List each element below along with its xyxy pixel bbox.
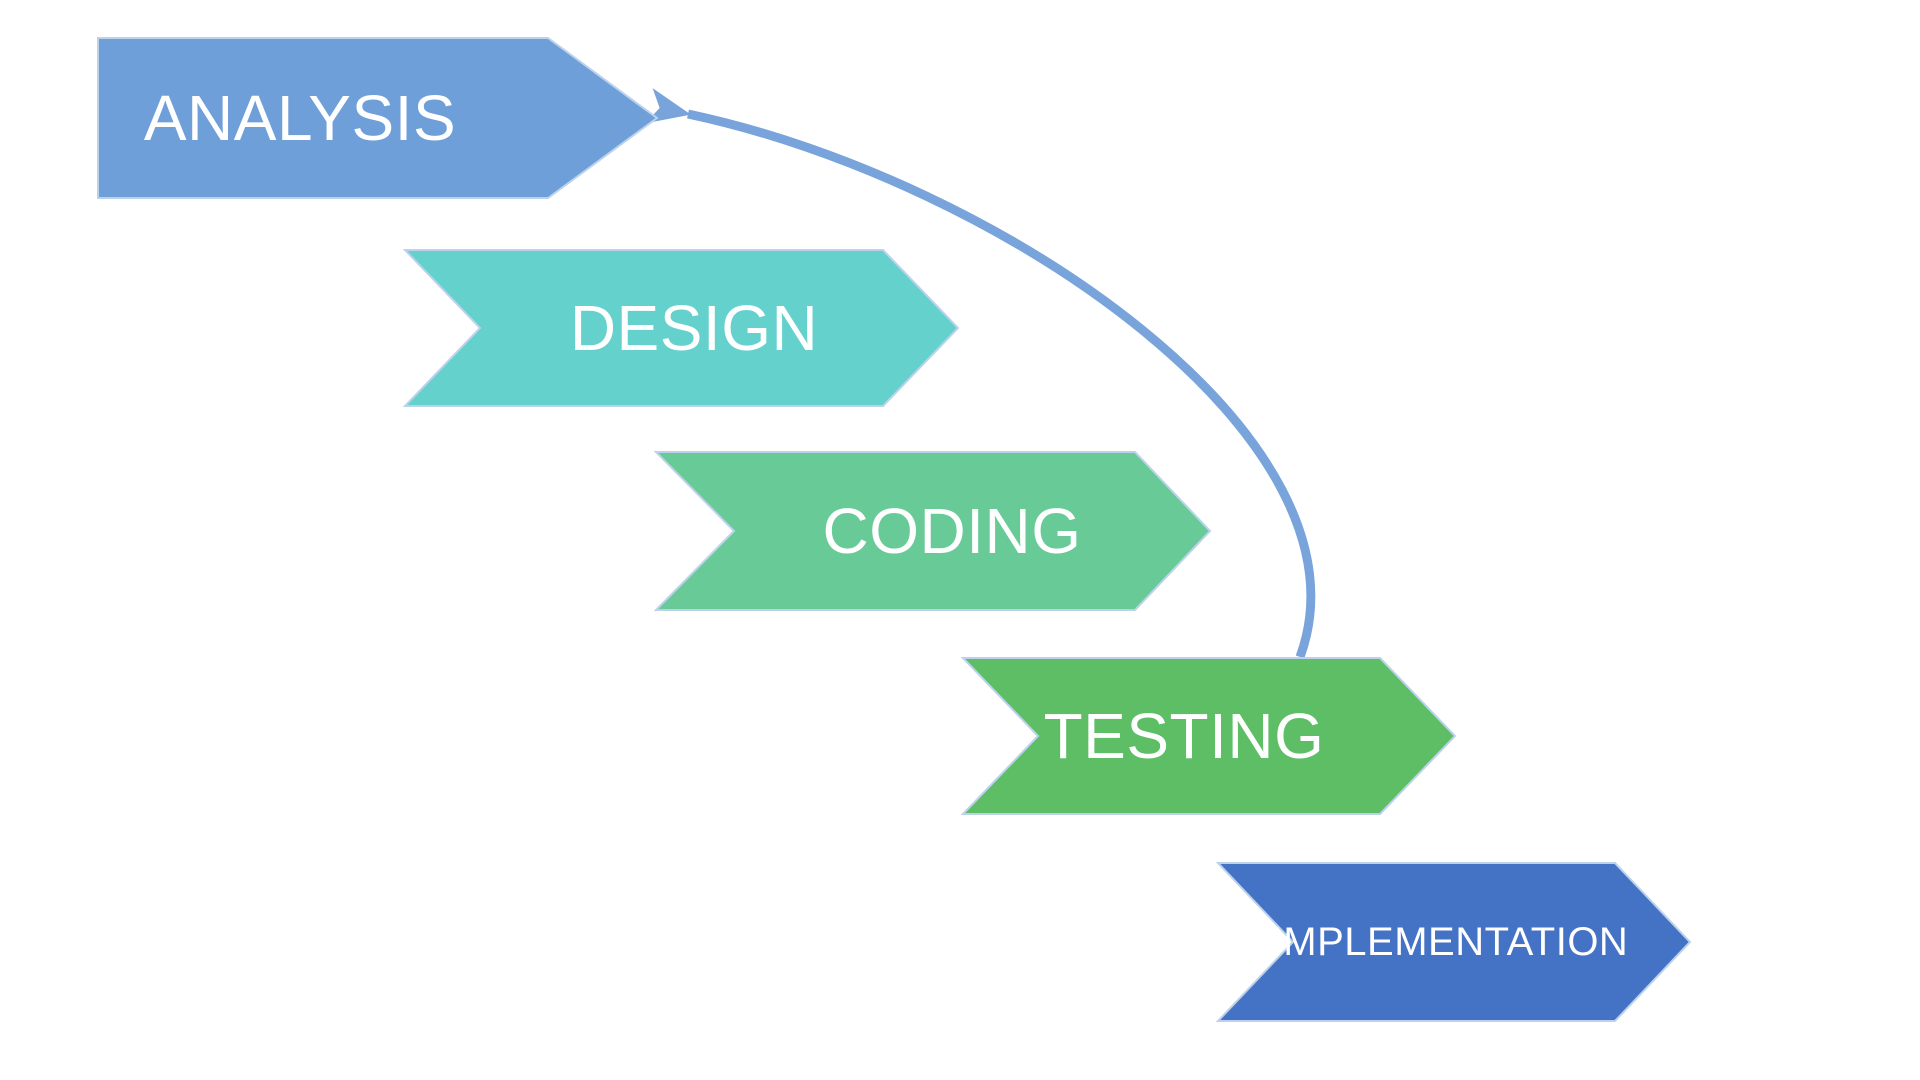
stage-coding-label: CODING	[823, 495, 1082, 567]
stage-design-shape	[402, 249, 960, 407]
stage-coding: CODING	[653, 451, 1212, 611]
stage-design-label: DESIGN	[570, 292, 818, 364]
stage-testing: TESTING	[960, 657, 1457, 815]
stage-analysis: ANALYSIS	[97, 37, 659, 199]
stage-implementation-shape	[1215, 862, 1692, 1022]
stage-implementation-label: IMPLEMENTATION	[1272, 920, 1629, 964]
stage-analysis-shape	[97, 37, 659, 199]
stage-coding-shape	[653, 451, 1212, 611]
feedback-arrow	[645, 88, 1316, 659]
stage-testing-shape	[960, 657, 1457, 815]
stage-analysis-label: ANALYSIS	[144, 82, 456, 154]
stage-design: DESIGN	[402, 249, 960, 407]
stage-implementation: IMPLEMENTATION	[1215, 862, 1692, 1022]
stage-testing-label: TESTING	[1044, 700, 1325, 772]
